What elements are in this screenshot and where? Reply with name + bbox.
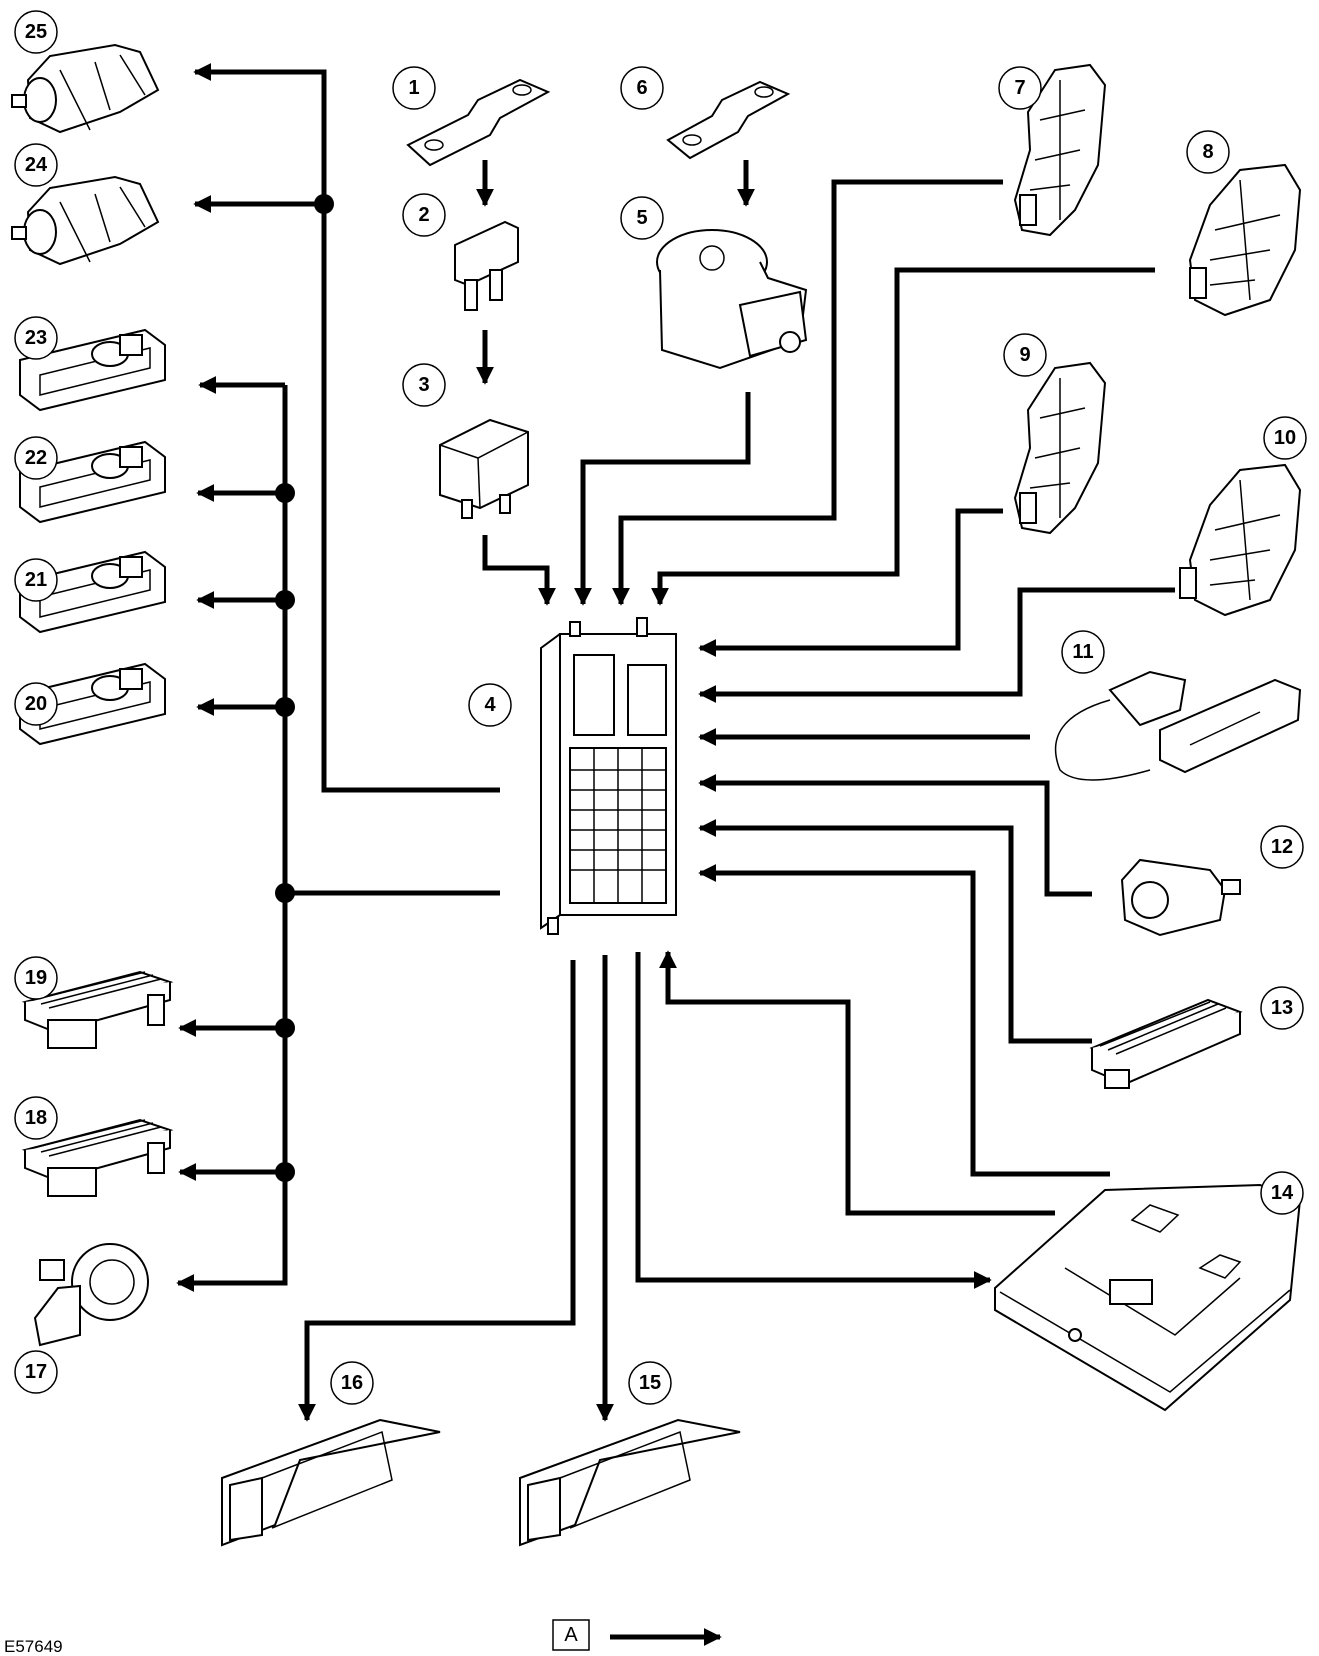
vanity-lamp-15 — [520, 1420, 740, 1545]
door-latch-8 — [1190, 165, 1300, 315]
callout-3: 3 — [403, 364, 445, 406]
callout-11: 11 — [1062, 631, 1104, 673]
svg-text:13: 13 — [1271, 997, 1293, 1019]
callout-16: 16 — [331, 1362, 373, 1404]
lock-barrel — [35, 1244, 148, 1345]
door-latch-10 — [1180, 465, 1300, 615]
switch-12 — [1122, 860, 1240, 935]
svg-text:6: 6 — [636, 77, 647, 99]
svg-text:2: 2 — [418, 204, 429, 226]
svg-text:21: 21 — [25, 569, 47, 591]
svg-text:4: 4 — [484, 694, 496, 716]
callout-4: 4 — [469, 684, 511, 726]
svg-text:15: 15 — [639, 1372, 661, 1394]
svg-text:5: 5 — [636, 207, 647, 229]
callout-13: 13 — [1261, 987, 1303, 1029]
callout-10: 10 — [1264, 417, 1306, 459]
svg-text:7: 7 — [1014, 77, 1025, 99]
callout-25: 25 — [15, 11, 57, 53]
blade-fuse — [455, 222, 518, 310]
callout-19: 19 — [15, 957, 57, 999]
map-lamp-25 — [12, 45, 158, 132]
overhead-console — [995, 1185, 1300, 1410]
svg-text:20: 20 — [25, 693, 47, 715]
ignition-switch — [657, 230, 806, 368]
svg-text:24: 24 — [25, 154, 48, 176]
callout-8: 8 — [1187, 131, 1229, 173]
tailgate-latch — [1056, 672, 1300, 780]
callout-15: 15 — [629, 1362, 671, 1404]
callout-21: 21 — [15, 559, 57, 601]
callout-22: 22 — [15, 437, 57, 479]
svg-text:14: 14 — [1271, 1182, 1294, 1204]
vanity-lamp-16 — [222, 1420, 440, 1545]
interior-lamp-13 — [1092, 1000, 1240, 1088]
figure-reference: E57649 — [4, 1637, 63, 1656]
callout-5: 5 — [621, 197, 663, 239]
svg-text:25: 25 — [25, 21, 47, 43]
svg-text:23: 23 — [25, 327, 47, 349]
svg-text:9: 9 — [1019, 344, 1030, 366]
callout-1: 1 — [393, 67, 435, 109]
callout-2: 2 — [403, 194, 445, 236]
svg-text:8: 8 — [1202, 141, 1213, 163]
callout-12: 12 — [1261, 826, 1303, 868]
svg-text:16: 16 — [341, 1372, 363, 1394]
svg-text:1: 1 — [408, 77, 419, 99]
svg-text:18: 18 — [25, 1107, 47, 1129]
callout-20: 20 — [15, 683, 57, 725]
door-latch-9 — [1015, 363, 1105, 533]
svg-text:11: 11 — [1072, 641, 1093, 663]
callout-18: 18 — [15, 1097, 57, 1139]
svg-text:22: 22 — [25, 447, 47, 469]
legend: A — [553, 1620, 720, 1650]
callout-24: 24 — [15, 144, 57, 186]
callout-7: 7 — [999, 67, 1041, 109]
callout-23: 23 — [15, 317, 57, 359]
svg-text:12: 12 — [1271, 836, 1293, 858]
svg-text:17: 17 — [25, 1361, 47, 1383]
mega-fuse-2 — [668, 82, 788, 158]
callout-14: 14 — [1261, 1172, 1303, 1214]
svg-text:3: 3 — [418, 374, 429, 396]
legend-label: A — [564, 1624, 578, 1646]
map-lamp-24 — [12, 177, 158, 264]
callout-6: 6 — [621, 67, 663, 109]
svg-text:19: 19 — [25, 967, 47, 989]
svg-text:10: 10 — [1274, 427, 1296, 449]
callout-9: 9 — [1004, 334, 1046, 376]
central-junction-box — [541, 618, 676, 934]
relay — [440, 420, 528, 518]
callout-17: 17 — [15, 1351, 57, 1393]
